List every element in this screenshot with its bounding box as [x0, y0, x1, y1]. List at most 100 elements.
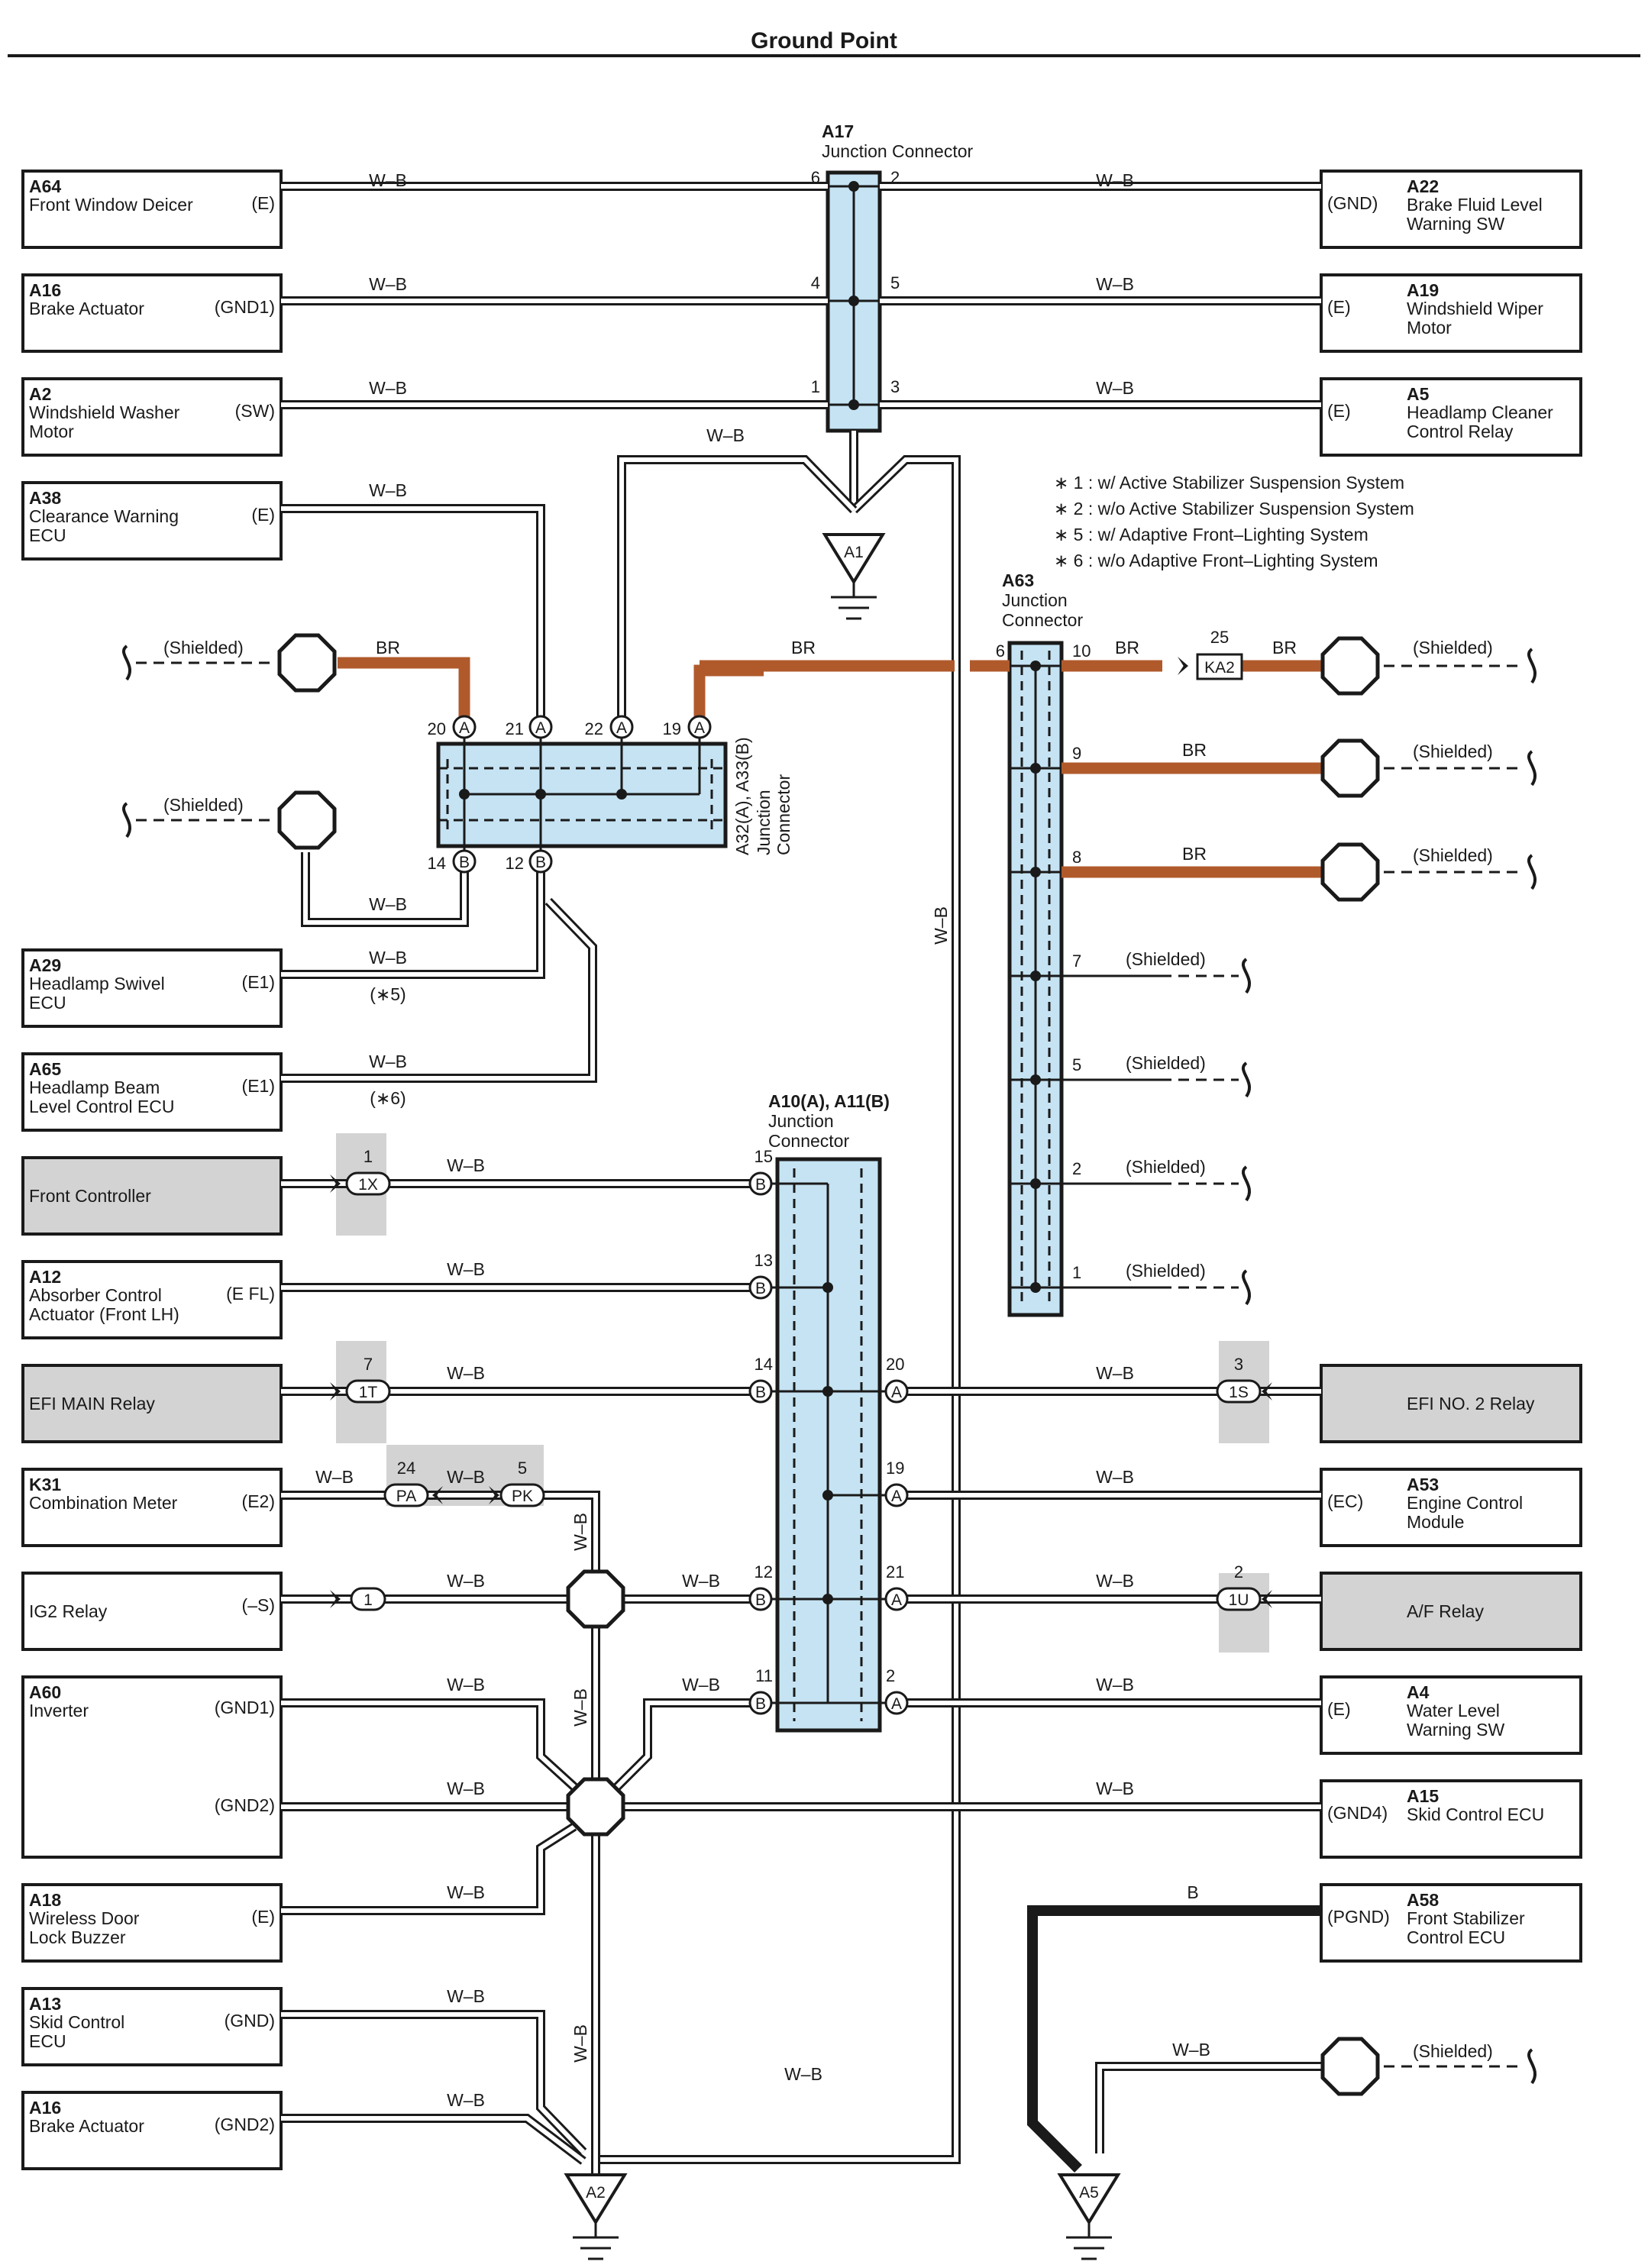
wire-color-label: W–B [447, 1259, 485, 1279]
wire-color-label: W–B [706, 425, 745, 445]
connector-pill [1216, 1587, 1262, 1611]
component-box [21, 377, 283, 457]
wire-color-label: W–B [1096, 1779, 1134, 1798]
pin-letter: A [891, 1591, 902, 1609]
splice-octagon [277, 633, 337, 693]
pin-letter: B [459, 854, 470, 871]
wire-color-label: W–B [570, 2024, 590, 2063]
component-box [21, 948, 283, 1028]
shield-end-mark [1242, 1269, 1252, 1306]
component-name: ECU [29, 525, 66, 545]
terminal-label: (–S) [242, 1595, 275, 1615]
shielded-label: (Shielded) [1413, 2041, 1493, 2061]
pin-circle [748, 1171, 773, 1196]
connector-code: 1S [1229, 1384, 1249, 1401]
component-code: A2 [29, 384, 51, 404]
pin-circle [452, 849, 477, 874]
component-name: Headlamp Cleaner [1407, 402, 1553, 422]
wire-color-label: W–B [1172, 2040, 1210, 2060]
shielded-label: (Shielded) [1413, 638, 1493, 657]
component-name: Level Control ECU [29, 1097, 174, 1116]
connector-pill [350, 1587, 386, 1611]
splice-dot [616, 789, 627, 800]
ground-label: A1 [844, 544, 864, 561]
splice-dot [848, 181, 859, 192]
component-code: A53 [1407, 1475, 1439, 1494]
pin-number: 1 [1072, 1263, 1081, 1282]
shield-end-mark [122, 802, 132, 838]
pin-number: 1 [364, 1147, 373, 1166]
component-box [21, 1156, 283, 1236]
pin-number: 20 [886, 1355, 904, 1374]
component-name: Brake Fluid Level [1407, 195, 1543, 215]
pin-number: 5 [518, 1459, 527, 1478]
junction-name: Connector [774, 774, 793, 855]
wire-color-label: W–B [682, 1675, 720, 1695]
splice-octagon [566, 1777, 625, 1837]
pin-letter: A [459, 719, 470, 737]
component-name: Inverter [29, 1701, 89, 1720]
wire-color-label: W–B [315, 1467, 354, 1487]
wb-wire-a29 [281, 861, 545, 979]
component-code: A15 [1407, 1786, 1439, 1806]
connector-chevron [489, 1486, 499, 1504]
pin-number: 14 [755, 1355, 773, 1374]
terminal-label: (GND1) [215, 1698, 275, 1717]
component-name: Control ECU [1407, 1927, 1505, 1947]
pin-number: 11 [755, 1666, 773, 1685]
connector-chevron [1262, 1382, 1272, 1401]
legend-note: ∗ 1 : w/ Active Stabilizer Suspension Sy… [1054, 473, 1404, 493]
splice-dot [822, 1594, 833, 1604]
wire-color-label: W–B [447, 2090, 485, 2110]
shield-end-mark [1242, 1061, 1252, 1098]
wire-color-label: W–B [570, 1513, 590, 1551]
wb-wire-a38 [281, 504, 545, 727]
component-name: Engine Control [1407, 1493, 1523, 1513]
component-name: Clearance Warning [29, 506, 179, 526]
splice-dot [1030, 1282, 1041, 1293]
wire-color-label: W–B [447, 1571, 485, 1591]
component-box [21, 1364, 283, 1443]
junction-name: Junction [754, 790, 774, 855]
connector-chevron [330, 1174, 341, 1193]
pin-number: 12 [506, 854, 524, 873]
wire-color-label: W–B [447, 1467, 485, 1487]
connector-code: 1X [358, 1176, 378, 1194]
splice-octagon [566, 1569, 625, 1629]
terminal-label: (EC) [1327, 1491, 1363, 1511]
component-box [1320, 1675, 1582, 1755]
component-code: A38 [29, 488, 61, 508]
pin-number: 9 [1072, 744, 1081, 763]
wire-color-label: W–B [931, 906, 951, 945]
pin-number: 1 [811, 377, 820, 396]
pin-circle [884, 1379, 909, 1404]
wire-color-label: W–B [369, 480, 407, 500]
shield-end-mark [1527, 854, 1537, 890]
terminal-label: (E) [1327, 297, 1351, 317]
wire-color-label: B [1187, 1882, 1198, 1902]
pin-number: 7 [1072, 951, 1081, 971]
wire-color-label: W–B [369, 378, 407, 398]
connector-pill [499, 1483, 545, 1507]
connector-pill [345, 1171, 391, 1196]
terminal-label: (GND) [225, 2011, 275, 2031]
wire-color-label: BR [1115, 638, 1139, 657]
connector-code: 1 [364, 1591, 373, 1609]
component-name: Module [1407, 1512, 1464, 1532]
component-name: Brake Actuator [29, 299, 144, 318]
br-wire-left [338, 657, 470, 727]
connector-code: PA [396, 1488, 416, 1505]
pin-number: 5 [1072, 1055, 1081, 1074]
connector-shade [1219, 1573, 1269, 1653]
component-code: A19 [1407, 280, 1439, 300]
pin-letter: A [891, 1695, 902, 1713]
terminal-label: (E) [251, 1907, 275, 1927]
component-code: K31 [29, 1475, 61, 1494]
terminal-label: (E) [251, 193, 275, 213]
pin-letter: B [755, 1176, 766, 1194]
component-name: Wireless Door [29, 1908, 140, 1928]
junction-name: Connector [768, 1131, 849, 1151]
variant-mark: (∗6) [370, 1088, 406, 1108]
junction-name: Junction Connector [822, 141, 974, 161]
